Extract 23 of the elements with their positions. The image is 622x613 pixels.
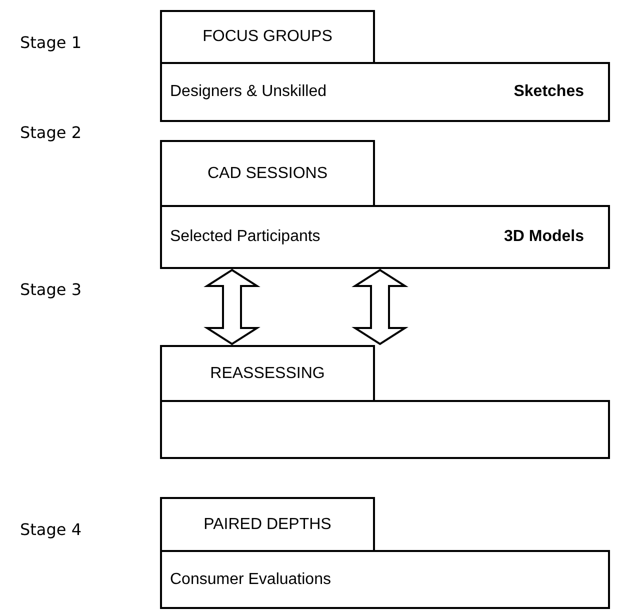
stage-box: [160, 10, 375, 64]
stage-title: FOCUS GROUPS: [202, 27, 332, 47]
detail-box: [160, 205, 610, 269]
stage-box: [160, 497, 375, 552]
detail-box: [160, 400, 610, 459]
detail-box: [160, 550, 610, 609]
stage-title: CAD SESSIONS: [207, 164, 328, 184]
stage-label: Stage 2: [20, 122, 82, 144]
stage-box: [160, 345, 375, 402]
detail-box: [160, 62, 610, 122]
output-text: 3D Models: [504, 227, 584, 247]
participants-text: Selected Participants: [170, 227, 320, 247]
output-text: Sketches: [514, 82, 584, 102]
participants-text: Consumer Evaluations: [170, 570, 331, 590]
double-arrow: [352, 268, 408, 346]
stage-box: [160, 140, 375, 207]
stage-label: Stage 3: [20, 279, 82, 301]
stage-title: PAIRED DEPTHS: [204, 514, 332, 534]
stage-label: Stage 4: [20, 519, 82, 541]
participants-text: Designers & Unskilled: [170, 82, 327, 102]
stage-label: Stage 1: [20, 32, 82, 54]
stage-title: REASSESSING: [210, 364, 325, 384]
double-arrow: [204, 268, 260, 346]
